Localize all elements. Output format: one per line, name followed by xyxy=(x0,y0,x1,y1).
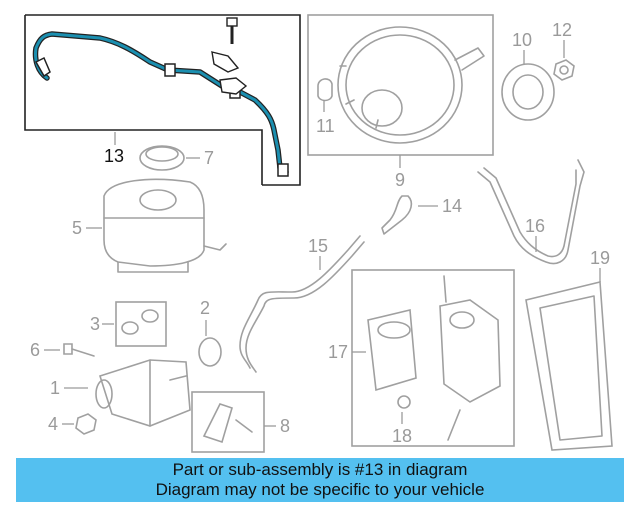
callout-18: 18 xyxy=(392,426,412,446)
part-12-nut[interactable] xyxy=(553,59,575,81)
callout-15: 15 xyxy=(308,236,328,256)
part-13-clip xyxy=(164,63,176,77)
info-banner: Part or sub-assembly is #13 in diagram D… xyxy=(16,458,624,502)
part-5-fluid-reservoir[interactable] xyxy=(103,178,227,273)
part-13-brake-line-group[interactable] xyxy=(24,14,301,186)
callout-14: 14 xyxy=(442,196,462,216)
part-3-frame xyxy=(115,301,167,347)
callout-4: 4 xyxy=(48,414,58,434)
part-13-fitting xyxy=(277,163,289,177)
part-4-nut[interactable] xyxy=(75,413,97,435)
part-3-seal-kit[interactable] xyxy=(121,309,159,335)
callout-12: 12 xyxy=(552,20,572,40)
callout-2: 2 xyxy=(200,298,210,318)
part-18-seal[interactable] xyxy=(397,395,411,409)
part-13-line-end-left xyxy=(34,56,51,78)
callout-13: 13 xyxy=(104,146,124,166)
part-10-gasket[interactable] xyxy=(501,63,555,121)
part-11-grommet[interactable] xyxy=(317,78,333,102)
callout-16: 16 xyxy=(525,216,545,236)
callout-1: 1 xyxy=(50,378,60,398)
part-1-master-cylinder[interactable] xyxy=(95,359,191,427)
part-15-vacuum-line[interactable] xyxy=(239,235,365,373)
part-17-vacuum-pump[interactable] xyxy=(367,275,501,441)
callout-19: 19 xyxy=(590,248,610,268)
part-6-bolt[interactable] xyxy=(63,343,95,357)
callout-10: 10 xyxy=(512,30,532,50)
callout-8: 8 xyxy=(280,416,290,436)
part-2-o-ring[interactable] xyxy=(198,337,222,367)
part-17-frame xyxy=(351,269,515,447)
part-14-vacuum-hose[interactable] xyxy=(381,195,413,235)
part-8-bracket[interactable] xyxy=(202,403,253,444)
part-16-vacuum-tube[interactable] xyxy=(477,159,585,265)
part-13-bolt xyxy=(226,17,238,44)
banner-line-2: Diagram may not be specific to your vehi… xyxy=(155,480,485,499)
callout-3: 3 xyxy=(90,314,100,334)
part-13-brake-line xyxy=(34,32,288,174)
part-13-bracket xyxy=(219,77,248,95)
callout-9: 9 xyxy=(395,170,405,190)
part-19-heat-shield[interactable] xyxy=(525,280,613,451)
part-7-reservoir-cap[interactable] xyxy=(139,145,185,171)
part-13-bracket xyxy=(211,51,240,73)
callout-7: 7 xyxy=(204,148,214,168)
callout-5: 5 xyxy=(72,218,82,238)
callout-6: 6 xyxy=(30,340,40,360)
banner-line-1: Part or sub-assembly is #13 in diagram xyxy=(172,460,468,479)
callout-11: 11 xyxy=(316,116,335,136)
part-13-frame xyxy=(24,14,301,186)
callout-17: 17 xyxy=(328,342,348,362)
part-8-frame xyxy=(191,391,265,453)
part-9-brake-booster[interactable] xyxy=(337,26,485,144)
